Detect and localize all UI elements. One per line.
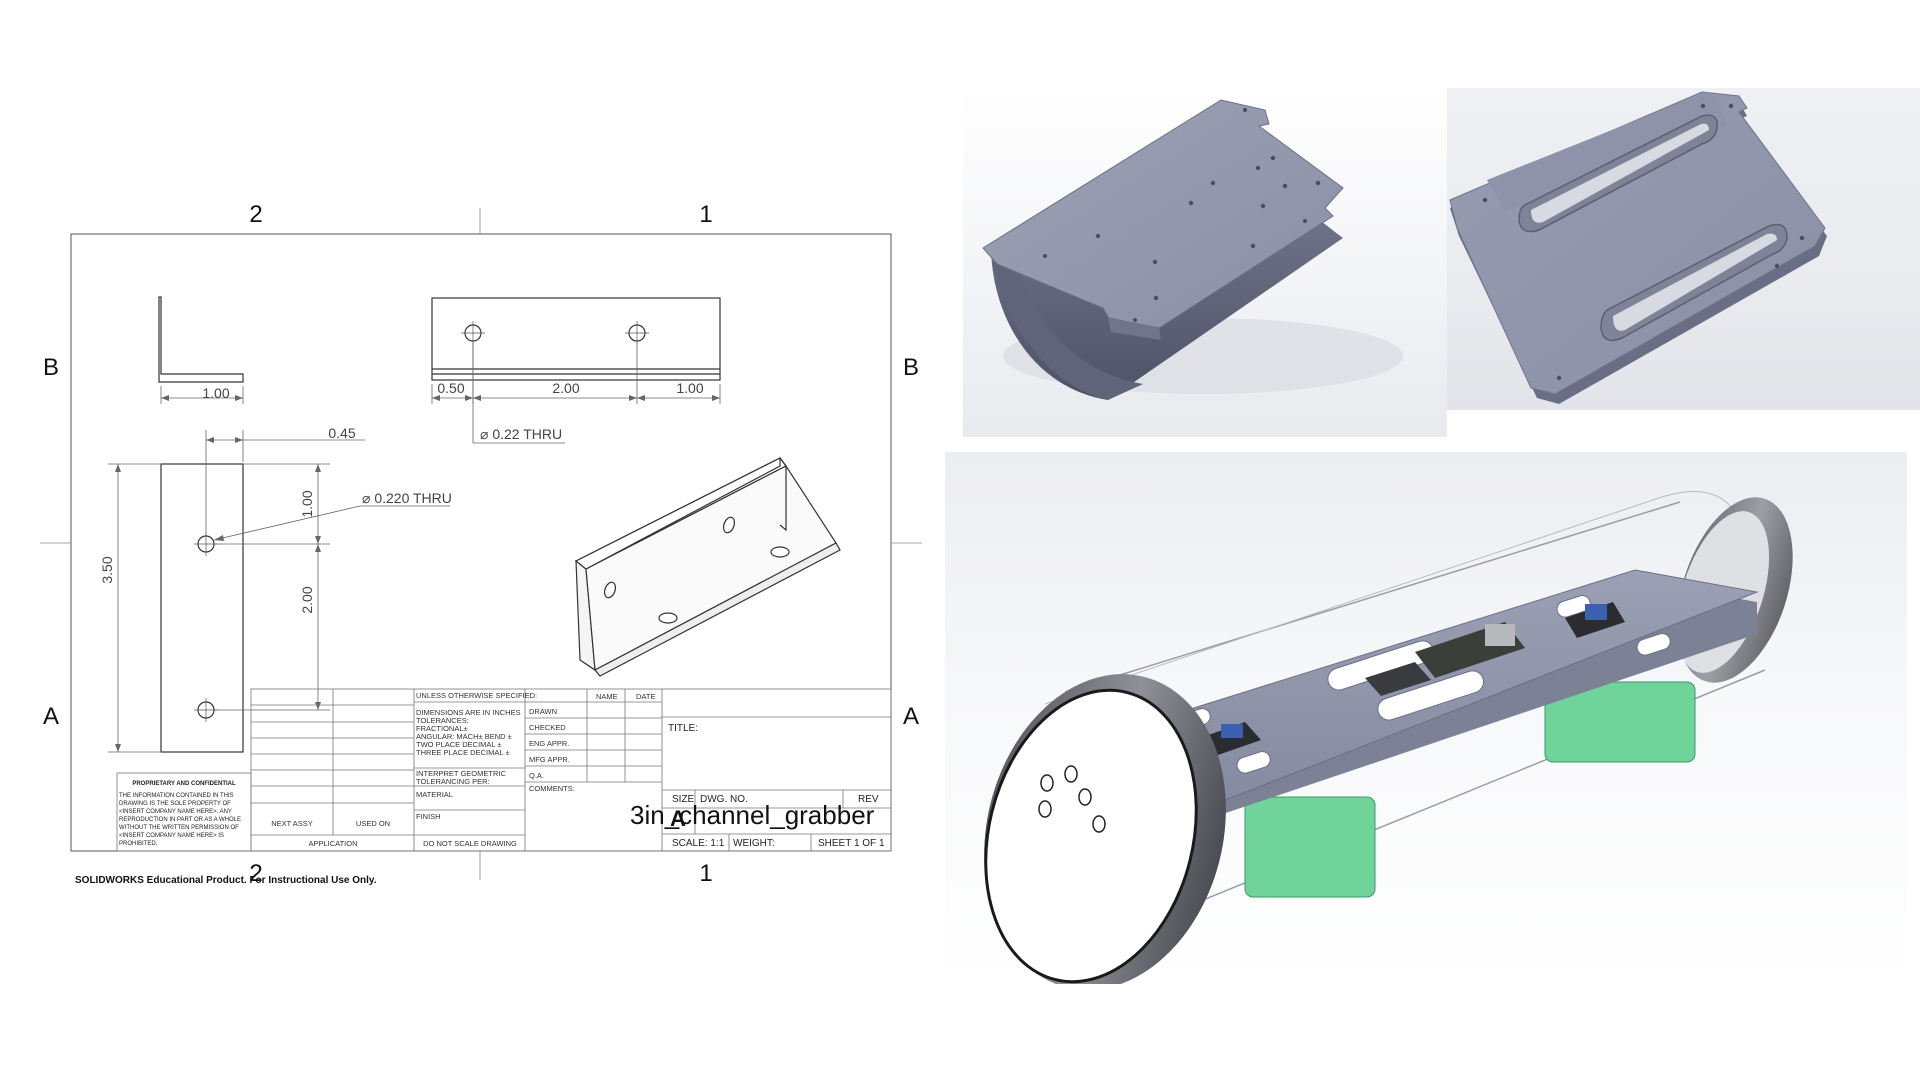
render-tube-assembly: [945, 452, 1907, 984]
tb-unless: UNLESS OTHERWISE SPECIFIED:: [416, 691, 537, 700]
tb-dwg-no: DWG. NO.: [700, 794, 748, 805]
tb-drawn: DRAWN: [529, 707, 557, 716]
render-slotted-plate: [1447, 88, 1920, 410]
tb-checked: CHECKED: [529, 723, 566, 732]
tb-prop-line-1: THE INFORMATION CONTAINED IN THIS: [119, 793, 234, 799]
tb-interpret-2: TOLERANCING PER:: [416, 777, 490, 786]
angle-front-view: [160, 463, 244, 753]
zone-label-1-bottom: 1: [699, 860, 712, 887]
tb-dims-4: ANGULAR: MACH± BEND ±: [416, 732, 512, 741]
tb-prop-line-2: DRAWING IS THE SOLE PROPERTY OF: [119, 801, 231, 807]
tb-finish: FINISH: [416, 812, 441, 821]
tb-prop-line-3: <INSERT COMPANY NAME HERE>. ANY: [119, 809, 232, 815]
render-half-cylinder-block: [963, 88, 1447, 437]
zone-label-a-right: A: [903, 703, 919, 730]
tb-dims-3: FRACTIONAL±: [416, 724, 468, 733]
tb-prop-line-4: REPRODUCTION IN PART OR AS A WHOLE: [119, 817, 241, 823]
dim-width-top: 1.00: [202, 385, 229, 401]
zone-label-1-top: 1: [699, 201, 712, 228]
tb-interpret-1: INTERPRET GEOMETRIC: [416, 769, 506, 778]
tb-application: APPLICATION: [308, 839, 357, 848]
dim-spacing-200: 2.00: [299, 586, 315, 613]
tb-dims-5: TWO PLACE DECIMAL ±: [416, 740, 502, 749]
battery-pack-right: [1544, 681, 1696, 763]
zone-label-b-right: B: [903, 354, 919, 381]
angle-isometric-view: [574, 457, 841, 677]
tb-sheet: SHEET 1 OF 1: [818, 838, 885, 849]
dim-side-050: 0.50: [437, 380, 464, 396]
tb-material: MATERIAL: [416, 790, 453, 799]
tb-prop-line-7: PROHIBITED.: [119, 841, 158, 847]
zone-label-2-bottom: 2: [249, 860, 262, 887]
tb-prop-line-6: <INSERT COMPANY NAME HERE> IS: [119, 833, 224, 839]
angle-end-view: [158, 296, 244, 383]
zone-label-a-left: A: [43, 703, 59, 730]
tb-part-name: 3in_channel_grabber: [630, 800, 875, 830]
zone-label-b-left: B: [43, 354, 59, 381]
educational-watermark: SOLIDWORKS Educational Product. For Inst…: [75, 875, 377, 886]
tb-prop-title: PROPRIETARY AND CONFIDENTIAL: [132, 781, 236, 787]
tb-qa: Q.A.: [529, 771, 544, 780]
engineering-drawing: 2 1 2 1 B B A A: [34, 201, 926, 887]
tb-size-value: A: [670, 806, 686, 831]
tb-dims-1: DIMENSIONS ARE IN INCHES: [416, 708, 521, 717]
tb-date-header: DATE: [636, 692, 655, 701]
dim-side-100: 1.00: [676, 380, 703, 396]
tb-rev: REV: [858, 794, 879, 805]
tb-dims-2: TOLERANCES:: [416, 716, 469, 725]
tb-do-not-scale: DO NOT SCALE DRAWING: [423, 839, 517, 848]
tb-mfg-appr: MFG APPR.: [529, 755, 570, 764]
tb-size-label: SIZE: [672, 794, 695, 805]
tb-comments: COMMENTS:: [529, 784, 575, 793]
tb-eng-appr: ENG APPR.: [529, 739, 569, 748]
end-cap: [984, 688, 1198, 984]
tb-dims-6: THREE PLACE DECIMAL ±: [416, 748, 509, 757]
zone-label-2-top: 2: [249, 201, 262, 228]
tb-prop-line-5: WITHOUT THE WRITTEN PERMISSION OF: [119, 825, 239, 831]
title-block: [116, 688, 892, 852]
dim-height-350: 3.50: [99, 556, 115, 583]
tb-scale: SCALE: 1:1: [672, 838, 725, 849]
tb-used-on: USED ON: [356, 819, 390, 828]
tb-name-header: NAME: [596, 692, 618, 701]
dim-side-200: 2.00: [552, 380, 579, 396]
battery-pack-left: [1244, 796, 1376, 898]
tb-next-assy: NEXT ASSY: [271, 819, 313, 828]
dim-offset-045: 0.45: [328, 425, 355, 441]
hole-callout-side: ⌀ 0.22 THRU: [480, 426, 562, 442]
hole-callout-front: ⌀ 0.220 THRU: [362, 490, 452, 506]
tb-title-label: TITLE:: [668, 723, 698, 734]
dim-spacing-100: 1.00: [299, 490, 315, 517]
angle-side-view: [431, 297, 721, 381]
tb-weight: WEIGHT:: [733, 838, 775, 849]
